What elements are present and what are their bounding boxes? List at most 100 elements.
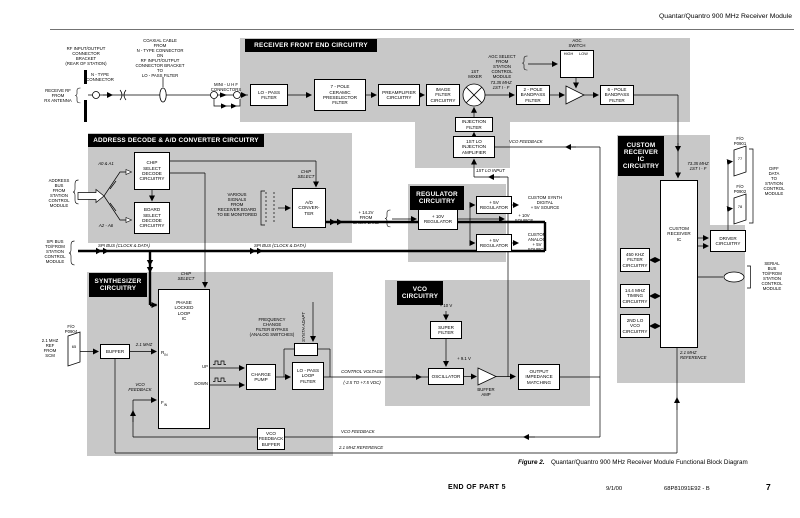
diff-data-label: DIFF DATA TO STATION CONTROL MODULE [763, 166, 785, 197]
a2-a6-label: A2 - A6 [98, 223, 114, 228]
bandpass-6pole: 6 - POLE BANDPASS FILTER [600, 85, 634, 105]
p0904-pin: 65 [71, 344, 77, 349]
amplifier-icon [565, 85, 585, 105]
p0901-pin: 77 [737, 156, 743, 161]
date: 9/1/00 [606, 486, 623, 492]
regulator-5v-bottom: + 5V REGULATOR [476, 234, 512, 252]
section-vco: VCO CIRCUITRY [397, 281, 443, 305]
pll-ic [158, 289, 210, 429]
agc-low-label: LOW [579, 52, 588, 56]
first-lo-input-label: 1ST LO INPUT [476, 168, 505, 173]
first-if-label: 73.35 MHZ 1ST I - F [490, 80, 512, 91]
section-custom-receiver: CUSTOM RECEIVER IC CIRCUITRY [618, 136, 664, 176]
backplane-input-label: + 14.2V FROM BACKPLANE [353, 210, 379, 226]
fo-p0902-label: F/O P0902 [733, 184, 747, 195]
spi-clock-data-1: SPI BUS (CLOCK & DATA) [98, 243, 150, 248]
vco-feedback-rail-label: VCO FEEDBACK [341, 429, 375, 434]
custom-receiver-ic [660, 180, 698, 348]
pll-fin-label: FIN [161, 395, 181, 408]
rf-bracket-label: RF INPUT/OUTPUT CONNECTOR BRACKET (REAR … [65, 46, 107, 67]
mixer-label: 1ST MIXER [468, 69, 482, 80]
custom-receiver-ic-label: CUSTOM RECEIVER IC [667, 226, 691, 242]
address-bus-label: ADDRESS BUS FROM STATION CONTROL MODULE [48, 178, 70, 209]
page-header: Quantar/Quantro 900 MHz Receiver Module [659, 13, 792, 20]
p0904-connector-icon [67, 331, 81, 367]
various-signals-label: VARIOUS SIGNALS FROM RECEIVER BOARD TO B… [216, 192, 258, 218]
mini-uhf-connector-icon [233, 91, 241, 99]
coax-cable-icon [159, 87, 167, 103]
spi-clock-data-2: SPI BUS (CLOCK & DATA) [254, 243, 306, 248]
synth-adapt-label: SYNTH ADAPT [301, 312, 306, 342]
spi-bus-label: SPI BUS TO/FROM STATION CONTROL MODULE [44, 239, 66, 265]
loop-filter: LO - PASS LOOP FILTER [292, 362, 324, 390]
out-analog-label: CUSTOM ANALOG + 5V SOURCE [527, 232, 547, 253]
section-address-decode: ADDRESS DECODE & A/D CONVERTER CIRCUITRY [88, 134, 264, 147]
charge-pump: CHARGE PUMP [246, 364, 276, 390]
mhz-2-1-label: 2.1 MHZ [135, 342, 153, 347]
lo-pass-filter: LO - PASS FILTER [250, 84, 288, 106]
first-if-label-2: 73.35 MHZ 1ST I - F [687, 161, 709, 172]
pll-down-label: DOWN [194, 381, 208, 386]
agc-high-label: HIGH [563, 52, 574, 56]
figure-label: Figure 2. [518, 459, 545, 466]
timing-14-4mhz: 14.4 MHZ TIMING CIRCUITRY [620, 284, 650, 308]
regulator-10v: + 10V REGULATOR [418, 208, 458, 230]
section-regulator: REGULATOR CIRCUITRY [410, 186, 464, 210]
mini-uhf-label: MINI - U H F CONNECTORS [210, 82, 242, 93]
pll-label: PHASE LOCKED LOOP IC [174, 300, 194, 322]
injection-filter: INJECTION FILTER [455, 117, 493, 132]
pll-up-label: UP [202, 364, 208, 369]
second-lo-vco: 2ND LO VCO CIRCUITRY [620, 314, 650, 338]
pll-rin-sub: IN [164, 353, 168, 358]
preamplifier: PREAMPLIFIER CIRCUITRY [378, 84, 420, 106]
plus10v-label: + 10 V [439, 303, 453, 308]
end-of-part: END OF PART 5 [448, 484, 506, 491]
pll-fin-sub: IN [163, 403, 167, 408]
p0901-connector-icon [733, 145, 747, 177]
serial-bus-connector-icon [723, 271, 745, 283]
oscillator: OSCILLATOR [428, 368, 464, 385]
n-type-label: N - TYPE CONNECTOR [86, 72, 114, 83]
injection-amplifier: 1ST LO INJECTION AMPLIFIER [453, 136, 495, 158]
buffer-amp-icon [477, 367, 497, 386]
chip-select-ad-label: CHIP SELECT [297, 169, 315, 180]
vco-feedback-top-label: VCO FEEDBACK [509, 139, 543, 144]
section-synthesizer: SYNTHESIZER CIRCUITRY [89, 273, 147, 297]
fo-p0901-label: F/O P0901 [733, 136, 747, 147]
out-10v-label: + 10V SOURCE [514, 213, 534, 224]
mini-uhf-connector-icon [210, 91, 218, 99]
ref-2-1-rail-label: 2.1 MHZ REFERENCE [339, 445, 384, 450]
control-voltage-label: CONTROL VOLTAGE [341, 369, 383, 374]
doc-number: 68P81091E92 - B [664, 486, 710, 492]
agc-select-label: AGC SELECT FROM STATION CONTROL MODULE [488, 54, 516, 80]
n-type-connector-icon [92, 91, 100, 99]
pll-rin-letter: R [161, 350, 165, 356]
serial-bus-label: SERIAL BUS TO/FROM STATION CONTROL MODUL… [761, 261, 783, 292]
super-filter: SUPER FILTER [430, 321, 462, 339]
buffer-amp-label: BUFFER AMP [477, 387, 495, 398]
out-synth-label: CUSTOM SYNTH DIGITAL + 5V SOURCE [527, 195, 563, 211]
p0902-pin: 78 [737, 204, 743, 209]
control-range-label: (-2.5 TO +7.5 VDC) [343, 380, 381, 385]
preselector-filter: 7 - POLE CERAMIC PRESELECTOR FILTER [314, 79, 366, 111]
board-select-decode: BOARD SELECT DECODE CIRCUITRY [134, 202, 170, 234]
figure-caption: Quantar/Quantro 900 MHz Receiver Module … [551, 459, 748, 466]
receive-rf-label: RECEIVE RF FROM RX ANTENNA [44, 88, 72, 104]
section-front-end: RECEIVER FRONT END CIRCUITRY [245, 39, 377, 52]
a0-a1-label: A0 & A1 [98, 161, 114, 166]
freq-change-label: FREQUENCY CHANGE FILTER BYPASS (ANALOG S… [249, 317, 295, 338]
ref-2-1-ic-label: 2.1 MHZ REFERENCE [680, 350, 707, 361]
image-filter: IMAGE FILTER CIRCUITRY [426, 84, 460, 106]
chip-select-decode: CHIP SELECT DECODE CIRCUITRY [134, 152, 170, 190]
fo-p0904-label: F/O P0904 [64, 324, 78, 335]
output-impedance-matching: OUTPUT IMPEDANCE MATCHING [518, 364, 560, 390]
chip-select-synth-label: CHIP SELECT [177, 271, 195, 282]
reference-buffer: BUFFER [100, 344, 130, 359]
ref-from-scm-label: 2.1 MHZ REF FROM SCM [41, 338, 59, 359]
filter-450khz: 450 KHZ FILTER CIRCUITRY [620, 248, 650, 272]
driver-circuitry: DRIVER CIRCUITRY [710, 230, 746, 252]
bandpass-2pole: 2 - POLE BANDPASS FILTER [516, 85, 550, 105]
bypass-switch [294, 343, 318, 356]
regulator-5v-top: + 5V REGULATOR [476, 196, 512, 214]
